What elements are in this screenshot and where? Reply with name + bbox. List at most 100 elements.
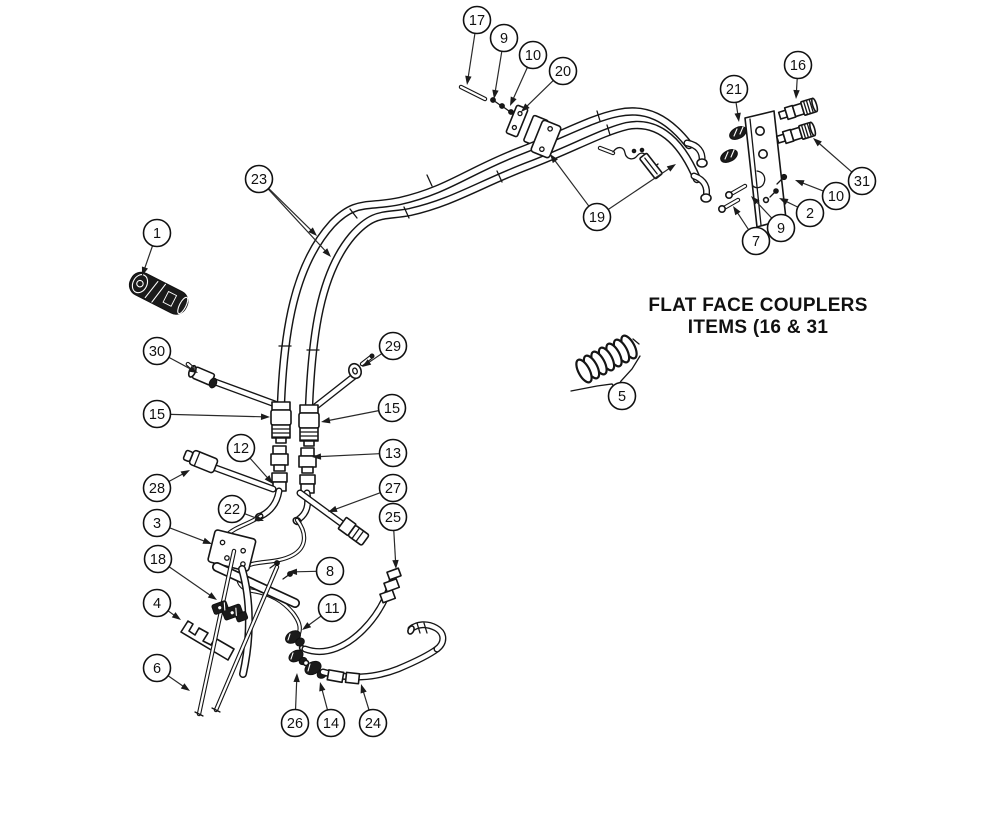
leader-line [307, 615, 322, 627]
callout-30-14: 30 [142, 336, 198, 373]
callout-24-32: 24 [358, 684, 388, 738]
diagram-title-line2: ITEMS (16 & 31 [687, 317, 829, 338]
callout-number: 19 [589, 210, 605, 226]
callout-balloon [316, 708, 346, 738]
callout-balloon [378, 473, 408, 503]
callout-number: 4 [153, 596, 161, 612]
callout-28-20: 28 [142, 470, 190, 503]
callout-balloon [741, 226, 771, 256]
leader-arrowhead [260, 413, 270, 420]
callout-1: 1 [141, 218, 172, 276]
leader-arrowhead [813, 138, 822, 147]
leader-arrowhead [171, 612, 181, 620]
callout-balloon [226, 433, 256, 463]
swivel-nuts [720, 126, 747, 163]
tube-fitting-29 [311, 353, 375, 411]
diagram-title-line1: FLAT FACE COUPLERS [648, 295, 868, 316]
coupler-15-left [270, 401, 292, 444]
grip-handle [128, 271, 189, 315]
callout-14-31: 14 [316, 682, 346, 738]
callout-number: 7 [752, 234, 760, 250]
leader-arrowhead [141, 266, 148, 276]
leader-line [168, 566, 212, 597]
callout-10-3: 10 [510, 40, 548, 106]
callout-21-7: 21 [719, 74, 749, 122]
leader-arrowhead [521, 103, 530, 112]
callout-number: 11 [324, 601, 339, 617]
leader-arrowhead [207, 592, 217, 600]
leader-arrowhead [180, 470, 190, 478]
leader-line [736, 211, 750, 231]
callout-number: 10 [525, 48, 541, 64]
callout-number: 26 [287, 716, 303, 732]
leader-line [168, 356, 193, 371]
callout-balloon [783, 50, 813, 80]
leader-arrowhead [202, 537, 212, 544]
leader-line [169, 527, 206, 543]
leader-arrowhead [492, 89, 499, 99]
callout-number: 27 [385, 481, 401, 497]
callout-22-22: 22 [217, 494, 264, 524]
callout-balloon [518, 40, 548, 70]
hose-ferrule-marks [278, 110, 611, 351]
leader-line [267, 188, 327, 253]
callout-balloon [317, 593, 347, 623]
leader-line [494, 51, 503, 93]
leader-arrowhead [779, 198, 789, 205]
fitting-11 [285, 630, 306, 652]
hose-28 [182, 449, 277, 493]
callout-number: 2 [806, 206, 814, 222]
callout-16-8: 16 [783, 50, 813, 99]
leader-arrowhead [254, 514, 264, 521]
leader-line [249, 457, 269, 480]
callout-balloon [582, 202, 612, 232]
leader-line [268, 188, 313, 232]
callout-2-11: 2 [779, 198, 825, 228]
callout-number: 17 [469, 13, 485, 29]
callout-balloon [142, 336, 172, 366]
callout-10-10: 10 [795, 180, 851, 211]
callout-number: 5 [618, 389, 626, 405]
callout-balloon [847, 166, 877, 196]
leader-line [294, 570, 317, 573]
callout-balloon [462, 5, 492, 35]
callout-number: 6 [153, 661, 161, 677]
callout-number: 23 [251, 172, 267, 188]
callout-balloon [143, 544, 173, 574]
hose-end-elbows [683, 139, 712, 203]
leader-line [795, 78, 798, 93]
callout-balloon [142, 399, 172, 429]
callout-number: 18 [150, 552, 166, 568]
callout-number: 30 [149, 344, 165, 360]
screws-8 [269, 560, 293, 580]
leader-arrowhead [795, 180, 805, 187]
callout-number: 10 [828, 189, 844, 205]
leader-line [367, 353, 383, 364]
callout-19-6: 19 [550, 154, 676, 232]
leader-arrowhead [666, 164, 676, 172]
callout-balloon [378, 331, 408, 361]
leader-line [607, 167, 671, 210]
callout-12-18: 12 [226, 433, 273, 484]
leader-arrowhead [264, 475, 273, 484]
callout-balloon [142, 218, 172, 248]
leader-line [143, 245, 154, 270]
callout-15-17: 15 [321, 393, 407, 424]
callout-17-1: 17 [462, 5, 492, 85]
callout-3-23: 3 [142, 508, 212, 544]
callout-13-19: 13 [312, 438, 408, 468]
leader-arrowhead [302, 622, 312, 630]
hex-adapters [270, 445, 317, 474]
leader-line [334, 492, 381, 511]
hose-27 [296, 489, 370, 546]
long-rods [194, 548, 280, 717]
callout-number: 24 [365, 716, 381, 732]
leader-arrowhead [550, 154, 558, 164]
callout-8-26: 8 [288, 556, 345, 586]
callout-9-12: 9 [751, 196, 796, 243]
leader-line [393, 530, 397, 563]
callout-balloon [719, 74, 749, 104]
callout-18-25: 18 [143, 544, 217, 600]
leader-line [785, 200, 799, 208]
